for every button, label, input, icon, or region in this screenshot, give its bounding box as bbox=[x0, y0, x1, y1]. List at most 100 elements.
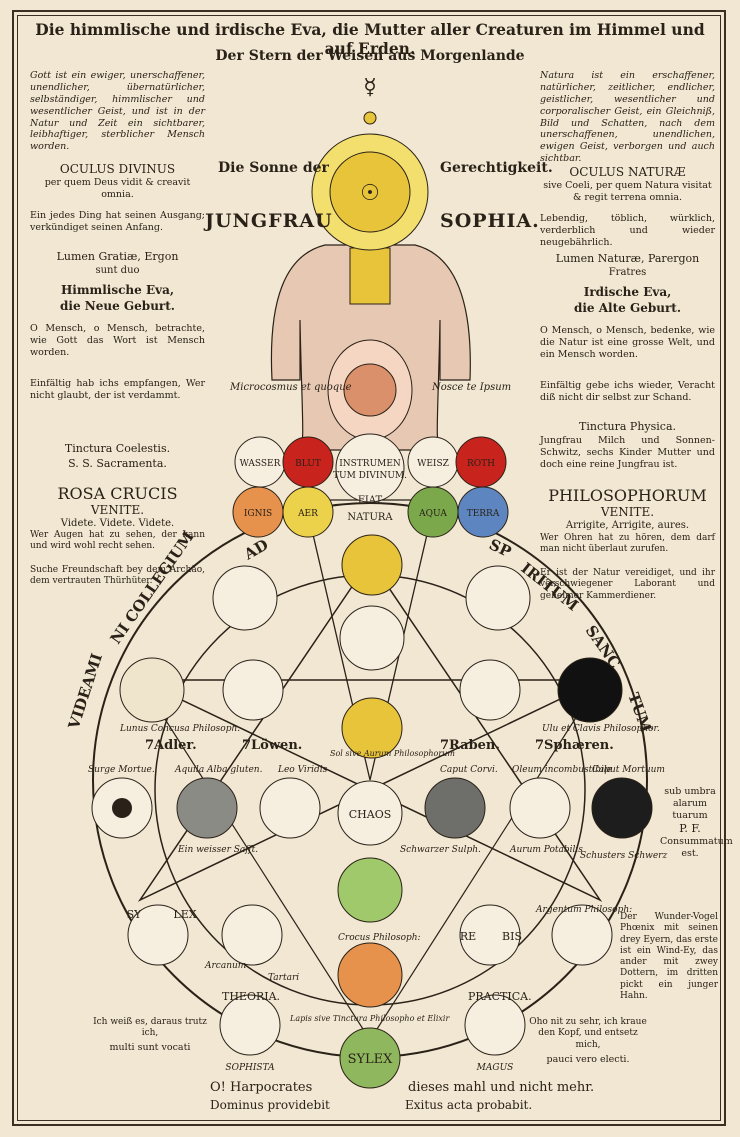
label-arcanum: Arcanum bbox=[204, 961, 246, 971]
right-pf: P. F. bbox=[679, 822, 701, 835]
left-venite: VENITE. bbox=[90, 503, 145, 517]
label-ignis: IGNIS bbox=[244, 509, 272, 519]
label-magus: MAGUS bbox=[476, 1063, 514, 1073]
second-sun bbox=[341, 697, 403, 759]
label-adler: 7Adler. bbox=[145, 738, 197, 753]
medallion-skeleton bbox=[465, 565, 531, 631]
medallion-phoenix bbox=[551, 904, 613, 966]
right-lebendig-text: Lebendig, töblich, würklich, verderblich… bbox=[540, 213, 715, 248]
label-fiat: FIAT bbox=[358, 495, 383, 506]
chaos-circle bbox=[337, 780, 403, 846]
crocus-circle bbox=[337, 942, 403, 1008]
label-aer: AER bbox=[297, 509, 318, 519]
moon-wheel bbox=[339, 605, 405, 671]
label-schusters: Schusters Schwerz bbox=[580, 851, 667, 861]
bottom-right-text: Oho nit zu sehr, ich kraue den Kopf, und… bbox=[529, 1017, 647, 1050]
label-einweiss: Ein weisser Safft. bbox=[177, 845, 258, 855]
label-natura: NATURA bbox=[347, 512, 393, 523]
left-sacramenta: S. S. Sacramenta. bbox=[68, 457, 167, 470]
embryo bbox=[343, 363, 397, 417]
label-loewen: 7Löwen. bbox=[242, 738, 302, 753]
medallion-raven bbox=[459, 659, 521, 721]
medallion-caput-mortuum bbox=[591, 777, 653, 839]
label-theoria: THEORIA. bbox=[222, 990, 280, 1003]
right-eva-geburt: die Alte Geburt. bbox=[573, 301, 682, 315]
circle-terra bbox=[457, 486, 509, 538]
right-mensch-text: O Mensch, o Mensch, bedenke, wie die Nat… bbox=[540, 325, 715, 360]
label-roth: ROTH bbox=[467, 459, 495, 469]
page-subtitle: Der Stern der Weisen aus Morgenlande bbox=[215, 48, 525, 64]
surge-core bbox=[112, 798, 132, 818]
label-wasser: WASSER bbox=[240, 459, 281, 469]
label-leo: Leo Viridis bbox=[277, 765, 328, 775]
jungfrau-label: JUNGFRAU bbox=[205, 210, 333, 232]
sonne-left: Die Sonne der bbox=[218, 160, 329, 176]
left-eva: Himmlische Eva, bbox=[60, 283, 175, 297]
label-caput: Caput Corvi. bbox=[440, 765, 498, 775]
medallion-leo-viridis bbox=[259, 777, 321, 839]
label-nosce: Nosce te Ipsum bbox=[431, 382, 511, 393]
label-chaos: CHAOS bbox=[349, 808, 392, 821]
page-title: Die himmlische und irdische Eva, die Mut… bbox=[35, 20, 705, 59]
label-tartari: Tartari bbox=[268, 973, 299, 983]
right-einfaeltig-text: Einfältig gebe ichs wieder, Veracht diß … bbox=[540, 380, 715, 403]
exitus-acta: Exitus acta probabit. bbox=[405, 1098, 533, 1112]
harpocrates: O! Harpocrates bbox=[210, 1080, 313, 1095]
right-eva: Irdische Eva, bbox=[583, 285, 672, 299]
medallion-rebis bbox=[459, 904, 521, 966]
bottom-right-electi: pauci vero electi. bbox=[546, 1054, 630, 1065]
right-oculus-title: OCULUS NATURÆ bbox=[569, 165, 686, 179]
right-jungfrau-text: Jungfrau Milch und Sonnen-Schwitz, sechs… bbox=[540, 435, 715, 470]
medallion-trees bbox=[127, 904, 189, 966]
medallion-black-sphere bbox=[557, 657, 623, 723]
star-line bbox=[369, 679, 601, 1041]
left-mensch-text: O Mensch, o Mensch, betrachte, wie Gott … bbox=[30, 323, 205, 358]
medallion-star bbox=[221, 904, 283, 966]
left-oculus-title: OCULUS DIVINUS bbox=[59, 162, 176, 176]
right-lumen: Lumen Naturæ, Parergon bbox=[555, 252, 700, 265]
label-weisz: WEISZ bbox=[417, 459, 449, 469]
right-natur-text: Er ist der Natur vereidiget, und ihr ver… bbox=[540, 568, 715, 601]
left-rosa-crucis: ROSA CRUCIS bbox=[57, 484, 178, 503]
dominus-providebit: Dominus providebit bbox=[210, 1098, 330, 1112]
label-sphaeren: 7Sphæren. bbox=[535, 738, 614, 753]
label-sylex: SYLEX bbox=[348, 1052, 394, 1067]
circle-aer bbox=[282, 486, 334, 538]
star-line bbox=[139, 679, 371, 1041]
dieses-mahl: dieses mahl und nicht mehr. bbox=[408, 1080, 595, 1095]
label-instr1: INSTRUMEN bbox=[339, 459, 401, 469]
arc-word: AD bbox=[240, 536, 271, 564]
left-oculus-text: per quem Deus vidit & creavit omnia. bbox=[44, 177, 191, 200]
arc-word: SP bbox=[486, 535, 514, 561]
label-lapis: Lapis sive Tinctura Philosopho et Elixir bbox=[289, 1014, 450, 1023]
medallion-lion-fire bbox=[222, 659, 284, 721]
mercury-symbol: ☿ bbox=[363, 75, 377, 100]
quintessence-circle bbox=[337, 857, 403, 923]
left-freundschaft-text: Suche Freundschaft bey dem Archäo, dem v… bbox=[30, 565, 205, 587]
right-fratres: Fratres bbox=[608, 267, 647, 278]
left-tinctura: Tinctura Coelestis. bbox=[64, 442, 171, 455]
label-crocus: Crocus Philosoph: bbox=[338, 933, 421, 943]
left-gott-text: Gott ist ein ewiger, unerschaffener, une… bbox=[30, 70, 205, 153]
left-videte: Videte. Videte. Videte. bbox=[60, 518, 175, 529]
label-oleum: Oleum incombustibile bbox=[512, 765, 612, 775]
medallion-wind bbox=[212, 565, 278, 631]
label-surge: Surge Mortue. bbox=[88, 765, 155, 775]
central-sun bbox=[341, 534, 403, 596]
left-ding-text: Ein jedes Ding hat seinen Ausgang; verkü… bbox=[30, 210, 205, 233]
label-aqua: AQUA bbox=[418, 509, 447, 519]
right-ohren-text: Wer Ohren hat zu hören, dem darf man nic… bbox=[540, 533, 715, 555]
sylex-circle bbox=[339, 1027, 401, 1089]
right-oculus-text: sive Coeli, per quem Natura visitat & re… bbox=[543, 180, 712, 203]
bottom-left-vocati: multi sunt vocati bbox=[109, 1042, 191, 1053]
left-augen-text: Wer Augen hat zu sehen, der kann und wir… bbox=[30, 530, 205, 552]
label-terra: TERRA bbox=[467, 509, 500, 519]
label-sol: Sol sive Aurum Philosophorum bbox=[330, 749, 455, 758]
medallion-practica bbox=[464, 994, 526, 1056]
medallion-oleum bbox=[509, 777, 571, 839]
star-lines bbox=[137, 559, 603, 902]
medallion-grey bbox=[176, 777, 238, 839]
left-lumen: Lumen Gratiæ, Ergon bbox=[56, 250, 179, 263]
left-eva-geburt: die Neue Geburt. bbox=[60, 299, 175, 313]
